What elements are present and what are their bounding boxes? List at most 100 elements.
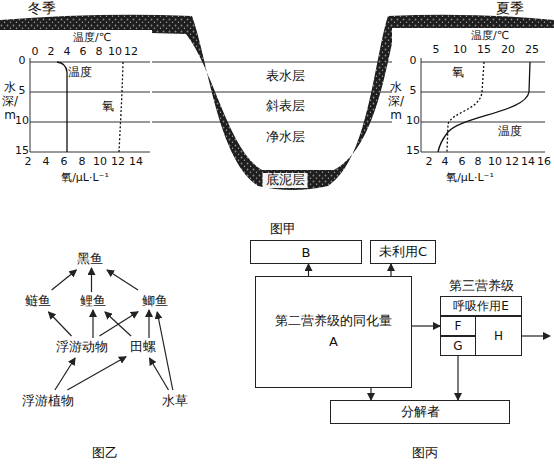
temperature-curve — [57, 62, 67, 152]
node-text: 第二营养级的同化量 A — [269, 311, 399, 353]
text-stack: 鲫鱼 — [142, 292, 168, 310]
figure-caption: 图甲 — [270, 222, 296, 237]
flow-arrow — [52, 270, 77, 290]
tick-label: 2 — [25, 156, 32, 169]
tick-label: 8 — [96, 46, 103, 59]
node-text: 田螺 — [130, 338, 156, 356]
text-stack: 未利用C — [379, 243, 427, 261]
arrow-head — [543, 332, 551, 340]
node-text: G — [453, 339, 462, 353]
curve-label: 温度 — [498, 125, 522, 139]
node-text: 鲤鱼 — [80, 292, 106, 310]
layer-name: 净水层 — [266, 130, 305, 145]
tick-label: 5 — [19, 85, 26, 98]
tick-label: 15 — [406, 145, 420, 158]
node-text: B — [302, 245, 311, 260]
tick-label: 10 — [453, 44, 467, 57]
axis-title: 温度/℃ — [471, 30, 509, 43]
tick-label: 20 — [501, 44, 515, 57]
flow-arrow — [67, 357, 126, 390]
food-web-node: 浮游动物 — [54, 338, 110, 356]
text-stack: 分解者 — [401, 403, 440, 421]
food-web-node: 水草 — [160, 392, 190, 410]
chart-panel — [392, 28, 554, 200]
tick-label: 25 — [525, 44, 539, 57]
energy-box: H — [475, 316, 522, 356]
node-text: 水草 — [162, 392, 188, 410]
tick-label: 4 — [64, 46, 71, 59]
tick-label: 4 — [442, 156, 449, 169]
outflow-arrow — [522, 335, 543, 336]
food-web-node: 鲤鱼 — [78, 292, 108, 310]
axis-title: 温度/℃ — [73, 32, 111, 45]
node-text: 浮游动物 — [56, 338, 108, 356]
flow-arrow — [308, 264, 309, 276]
tick-label: 16 — [537, 156, 551, 169]
chart-axes — [30, 58, 150, 152]
food-web-node: 浮游植物 — [20, 392, 76, 410]
tick-label: 0 — [410, 55, 417, 68]
flow-arrow — [55, 358, 75, 390]
text-stack: F — [455, 319, 462, 333]
tick-label: 14 — [521, 156, 535, 169]
food-web-node: 田螺 — [128, 338, 158, 356]
flow-arrow — [412, 325, 440, 326]
chart-axes — [421, 58, 545, 152]
tick-label: 12 — [505, 156, 519, 169]
node-text: 分解者 — [401, 403, 440, 421]
season-label: 夏季 — [496, 0, 524, 16]
text-stack: H — [494, 329, 503, 343]
flow-arrow — [150, 358, 169, 390]
tick-label: 10 — [108, 46, 122, 59]
food-web-node: 黑鱼 — [75, 250, 105, 268]
energy-box: 未利用C — [370, 240, 436, 264]
energy-box: 第二营养级的同化量 A — [255, 276, 412, 388]
axis-title: 水深/m — [387, 80, 405, 122]
text-stack: 鲤鱼 — [80, 292, 106, 310]
flow-arrow — [91, 268, 92, 292]
tick-label: 8 — [79, 156, 86, 169]
tick-label: 10 — [488, 156, 502, 169]
food-web-node: 鲢鱼 — [23, 292, 53, 310]
energy-box: F — [440, 316, 476, 336]
text-stack: 呼吸作用E — [453, 298, 509, 315]
text-stack: B — [302, 245, 311, 260]
energy-box: B — [250, 240, 362, 264]
flow-arrow — [390, 264, 391, 276]
curve-label: 氧 — [102, 100, 114, 114]
tick-label: 5 — [410, 85, 417, 98]
chart-panel — [0, 30, 152, 200]
oxygen-curve — [447, 62, 484, 152]
tick-label: 14 — [129, 156, 143, 169]
node-text: 未利用C — [379, 243, 427, 261]
tick-label: 6 — [61, 156, 68, 169]
food-web-node: 鲫鱼 — [140, 292, 170, 310]
text-stack: 田螺 — [130, 338, 156, 356]
text-stack: 水草 — [162, 392, 188, 410]
tick-label: 10 — [15, 115, 29, 128]
tick-label: 10 — [93, 156, 107, 169]
flow-arrow — [457, 356, 458, 400]
flow-arrow — [49, 312, 72, 336]
tick-label: 2 — [48, 46, 55, 59]
tick-label: 6 — [459, 156, 466, 169]
flow-arrow — [99, 312, 138, 336]
figure-caption: 图乙 — [92, 446, 118, 461]
node-text: 浮游植物 — [22, 392, 74, 410]
tick-label: 15 — [477, 44, 491, 57]
axis-title: 氧/μL·L⁻¹ — [61, 172, 109, 185]
tick-label: 0 — [32, 46, 39, 59]
layer-name: 底泥层 — [263, 173, 308, 188]
layer-name: 表水层 — [266, 69, 305, 84]
text-stack: 黑鱼 — [77, 250, 103, 268]
box-heading: 第三营养级 — [440, 276, 522, 296]
text-stack: G — [453, 339, 462, 353]
tick-label: 0 — [19, 55, 26, 68]
tick-label: 12 — [111, 156, 125, 169]
node-text: 黑鱼 — [77, 250, 103, 268]
curve-label: 氧 — [452, 66, 464, 80]
node-text: 鲢鱼 — [25, 292, 51, 310]
text-stack: 第二营养级的同化量 A — [269, 311, 399, 353]
layer-name: 斜表层 — [266, 99, 305, 114]
tick-label: 10 — [406, 115, 420, 128]
